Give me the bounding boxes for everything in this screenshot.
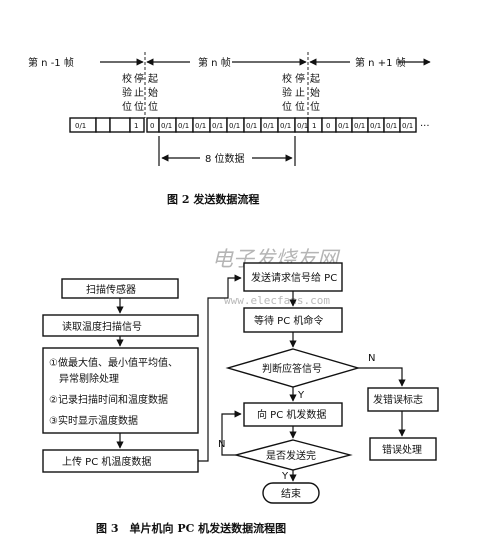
bit-cell (399, 117, 417, 133)
bit-ellipsis: ··· (420, 121, 430, 132)
bit-cell (129, 117, 145, 133)
label-check-bit-1: 校 验 位 (122, 72, 132, 113)
bit-value: 0/1 (402, 122, 413, 130)
bit-value: 0/1 (246, 122, 257, 130)
label-start-bit-2: 起 始 位 (310, 73, 320, 113)
svg-text:位: 位 (148, 100, 158, 113)
judge-label: 判断应答信号 (262, 362, 322, 375)
svg-text:始: 始 (148, 86, 158, 99)
read-signal-label: 读取温度扫描信号 (62, 320, 142, 333)
bit-cell (95, 117, 111, 133)
svg-text:校: 校 (282, 72, 292, 85)
bit-value: 0/1 (297, 122, 308, 130)
bit-value: 0/1 (212, 122, 223, 130)
svg-text:位: 位 (122, 100, 132, 113)
wait-cmd-label: 等待 PC 机命令 (254, 314, 323, 327)
svg-text:止: 止 (134, 87, 144, 99)
fig3-caption: 图 3 单片机向 PC 机发送数据流程图 (96, 521, 286, 535)
watermark-url: www.elecfans.com (224, 294, 330, 307)
svg-text:位: 位 (295, 100, 305, 113)
label-stop-bit-1: 停 止 位 (134, 72, 144, 113)
scan-sensor-label: 扫描传感器 (86, 283, 136, 296)
frame-curr-label: 第 n 帧 (198, 56, 231, 69)
process-line-3: ②记录扫描时间和温度数据 (49, 393, 168, 406)
error-proc-box (369, 437, 437, 461)
judge-no-label: N (368, 353, 375, 364)
process-line-1: ①做最大值、最小值平均值、 (49, 356, 178, 369)
flowchart: 电子发烧友网 www.elecfans.com 扫描传感器 读取温度扫描信号 ①… (42, 247, 439, 535)
bit-value: 0/1 (229, 122, 240, 130)
bit-value: 0/1 (263, 122, 274, 130)
process-line-2: 异常剔除处理 (59, 372, 119, 385)
send-request-label: 发送请求信号给 PC (251, 271, 337, 284)
bit-value: 0/1 (178, 122, 189, 130)
judge-yes-label: Y (297, 390, 305, 401)
svg-text:停: 停 (295, 72, 305, 85)
send-data-label: 向 PC 机发数据 (257, 408, 326, 421)
bit-value: 1 (312, 122, 316, 130)
sent-done-label: 是否发送完 (266, 449, 316, 462)
svg-text:止: 止 (295, 87, 305, 99)
error-proc-label: 错误处理 (382, 443, 422, 456)
process-box (42, 347, 199, 434)
label-stop-bit-2: 停 止 位 (295, 72, 305, 113)
svg-text:位: 位 (310, 100, 320, 113)
svg-text:起: 起 (310, 73, 320, 85)
frame-prev-label: 第 n -1 帧 (28, 56, 74, 69)
label-check-bit-2: 校 验 位 (282, 72, 292, 113)
wait-cmd-box (243, 307, 343, 333)
sent-done-no-label: N (218, 439, 225, 450)
bit-value: 0/1 (386, 122, 397, 130)
send-request-box (243, 262, 343, 292)
svg-text:验: 验 (282, 86, 292, 99)
process-line-4: ③实时显示温度数据 (49, 414, 138, 427)
label-start-bit-1: 起 始 位 (148, 73, 158, 113)
bit-value: 0/1 (370, 122, 381, 130)
bit-cell (109, 117, 131, 133)
frame-timing-diagram: 第 n -1 帧 第 n 帧 第 n +1 帧 校 验 位 停 止 位 起 始 … (28, 52, 431, 206)
bit-row: 0/1 1 0 0/1 0/1 0/1 0/1 0/1 0/1 0/1 0/1 … (69, 117, 430, 133)
svg-text:位: 位 (282, 100, 292, 113)
bit-value: 0/1 (75, 122, 86, 130)
error-flag-box (367, 387, 439, 412)
sent-done-yes-label: Y (281, 471, 289, 482)
upload-label: 上传 PC 机温度数据 (62, 455, 151, 468)
error-flag-label: 发错误标志 (373, 393, 423, 406)
fig2-caption: 图 2 发送数据流程 (167, 192, 259, 206)
bit-value: 0/1 (354, 122, 365, 130)
data-bits-label: 8 位数据 (205, 152, 245, 165)
bit-value: 0 (326, 122, 330, 130)
bit-value: 0/1 (338, 122, 349, 130)
end-label: 结束 (281, 487, 301, 500)
svg-text:验: 验 (122, 86, 132, 99)
svg-text:停: 停 (134, 72, 144, 85)
bit-value: 0/1 (161, 122, 172, 130)
svg-text:位: 位 (134, 100, 144, 113)
end-terminal (262, 482, 320, 504)
svg-text:校: 校 (122, 72, 132, 85)
bit-value: 0 (150, 122, 154, 130)
frame-next-label: 第 n +1 帧 (355, 56, 406, 69)
bit-value: 1 (134, 122, 138, 130)
svg-text:始: 始 (310, 86, 320, 99)
bit-value: 0/1 (195, 122, 206, 130)
svg-text:起: 起 (148, 73, 158, 85)
bit-value: 0/1 (280, 122, 291, 130)
